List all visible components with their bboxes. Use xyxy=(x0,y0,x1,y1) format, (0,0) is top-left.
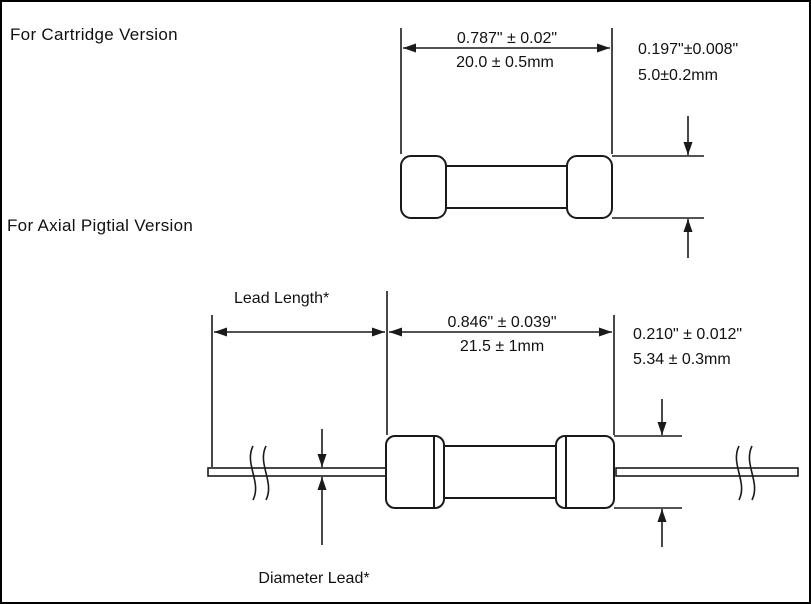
axial-fuse-tube xyxy=(437,445,565,499)
axial-diameter-mm: 5.34 ± 0.3mm xyxy=(633,351,731,368)
cartridge-length-mm: 20.0 ± 0.5mm xyxy=(456,54,554,71)
cartridge-section-title: For Cartridge Version xyxy=(10,25,178,44)
lead-length-label: Lead Length* xyxy=(234,290,329,307)
lead-break-mark-right-1 xyxy=(735,445,743,501)
cartridge-diameter-mm: 5.0±0.2mm xyxy=(638,67,718,84)
axial-section-title: For Axial Pigtial Version xyxy=(7,216,193,235)
axial-fuse-cap-right xyxy=(555,435,615,509)
axial-length-inches: 0.846" ± 0.039" xyxy=(447,314,556,331)
lead-break-mark-right-2 xyxy=(748,445,756,501)
axial-lead-left xyxy=(207,467,389,477)
cartridge-length-inches: 0.787" ± 0.02" xyxy=(457,30,557,47)
cartridge-fuse-tube xyxy=(441,165,573,209)
axial-lead-right xyxy=(615,467,799,477)
lead-break-mark-left-1 xyxy=(249,445,257,501)
lead-break-mark-left-2 xyxy=(262,445,270,501)
diameter-lead-label: Diameter Lead* xyxy=(258,570,369,587)
axial-diameter-inches: 0.210" ± 0.012" xyxy=(633,326,742,343)
axial-fuse-cap-left xyxy=(385,435,445,509)
axial-length-mm: 21.5 ± 1mm xyxy=(460,338,544,355)
cartridge-fuse-cap-left xyxy=(400,155,447,219)
cartridge-fuse-cap-right xyxy=(566,155,613,219)
cartridge-diameter-inches: 0.197"±0.008" xyxy=(638,41,738,58)
